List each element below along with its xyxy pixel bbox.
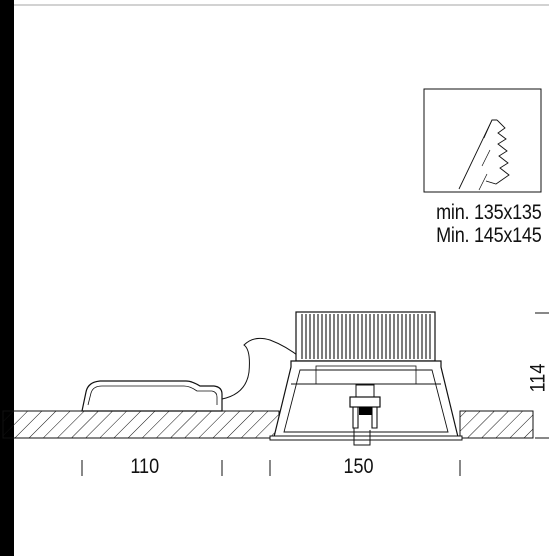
saw-teeth-icon xyxy=(485,119,510,185)
cutout-label-min: min. 135x135 xyxy=(435,201,542,224)
ceiling-right-hatch xyxy=(459,410,534,439)
trim-ring xyxy=(269,435,463,441)
heatsink-fins xyxy=(301,314,431,359)
dimension-marks xyxy=(81,312,549,476)
ceiling-section xyxy=(2,410,534,439)
driver-inner-outline xyxy=(87,385,218,406)
housing-band xyxy=(315,365,417,385)
header-block xyxy=(0,0,14,556)
clip-leg xyxy=(353,428,371,446)
clip-body xyxy=(349,396,381,408)
luminaire xyxy=(269,311,463,446)
dimension-height: 114 xyxy=(526,363,549,393)
driver-body xyxy=(81,380,223,412)
clip-top xyxy=(355,384,375,398)
clip-coil xyxy=(352,407,378,429)
dimension-luminaire-width: 150 xyxy=(343,455,374,478)
spring-clip xyxy=(349,384,381,446)
dimension-driver-width: 110 xyxy=(130,455,160,478)
cutout-detail-frame xyxy=(423,88,542,193)
driver-cable xyxy=(221,337,302,400)
cutout-label-max: Min. 145x145 xyxy=(435,224,542,247)
ceiling-left-hatch xyxy=(2,410,280,439)
driver-unit xyxy=(81,337,302,412)
saw-icon xyxy=(458,119,497,190)
clip-slot xyxy=(359,407,372,415)
cutout-detail xyxy=(423,88,542,193)
saw-blade-icon xyxy=(478,119,493,191)
housing-inner xyxy=(283,369,449,433)
